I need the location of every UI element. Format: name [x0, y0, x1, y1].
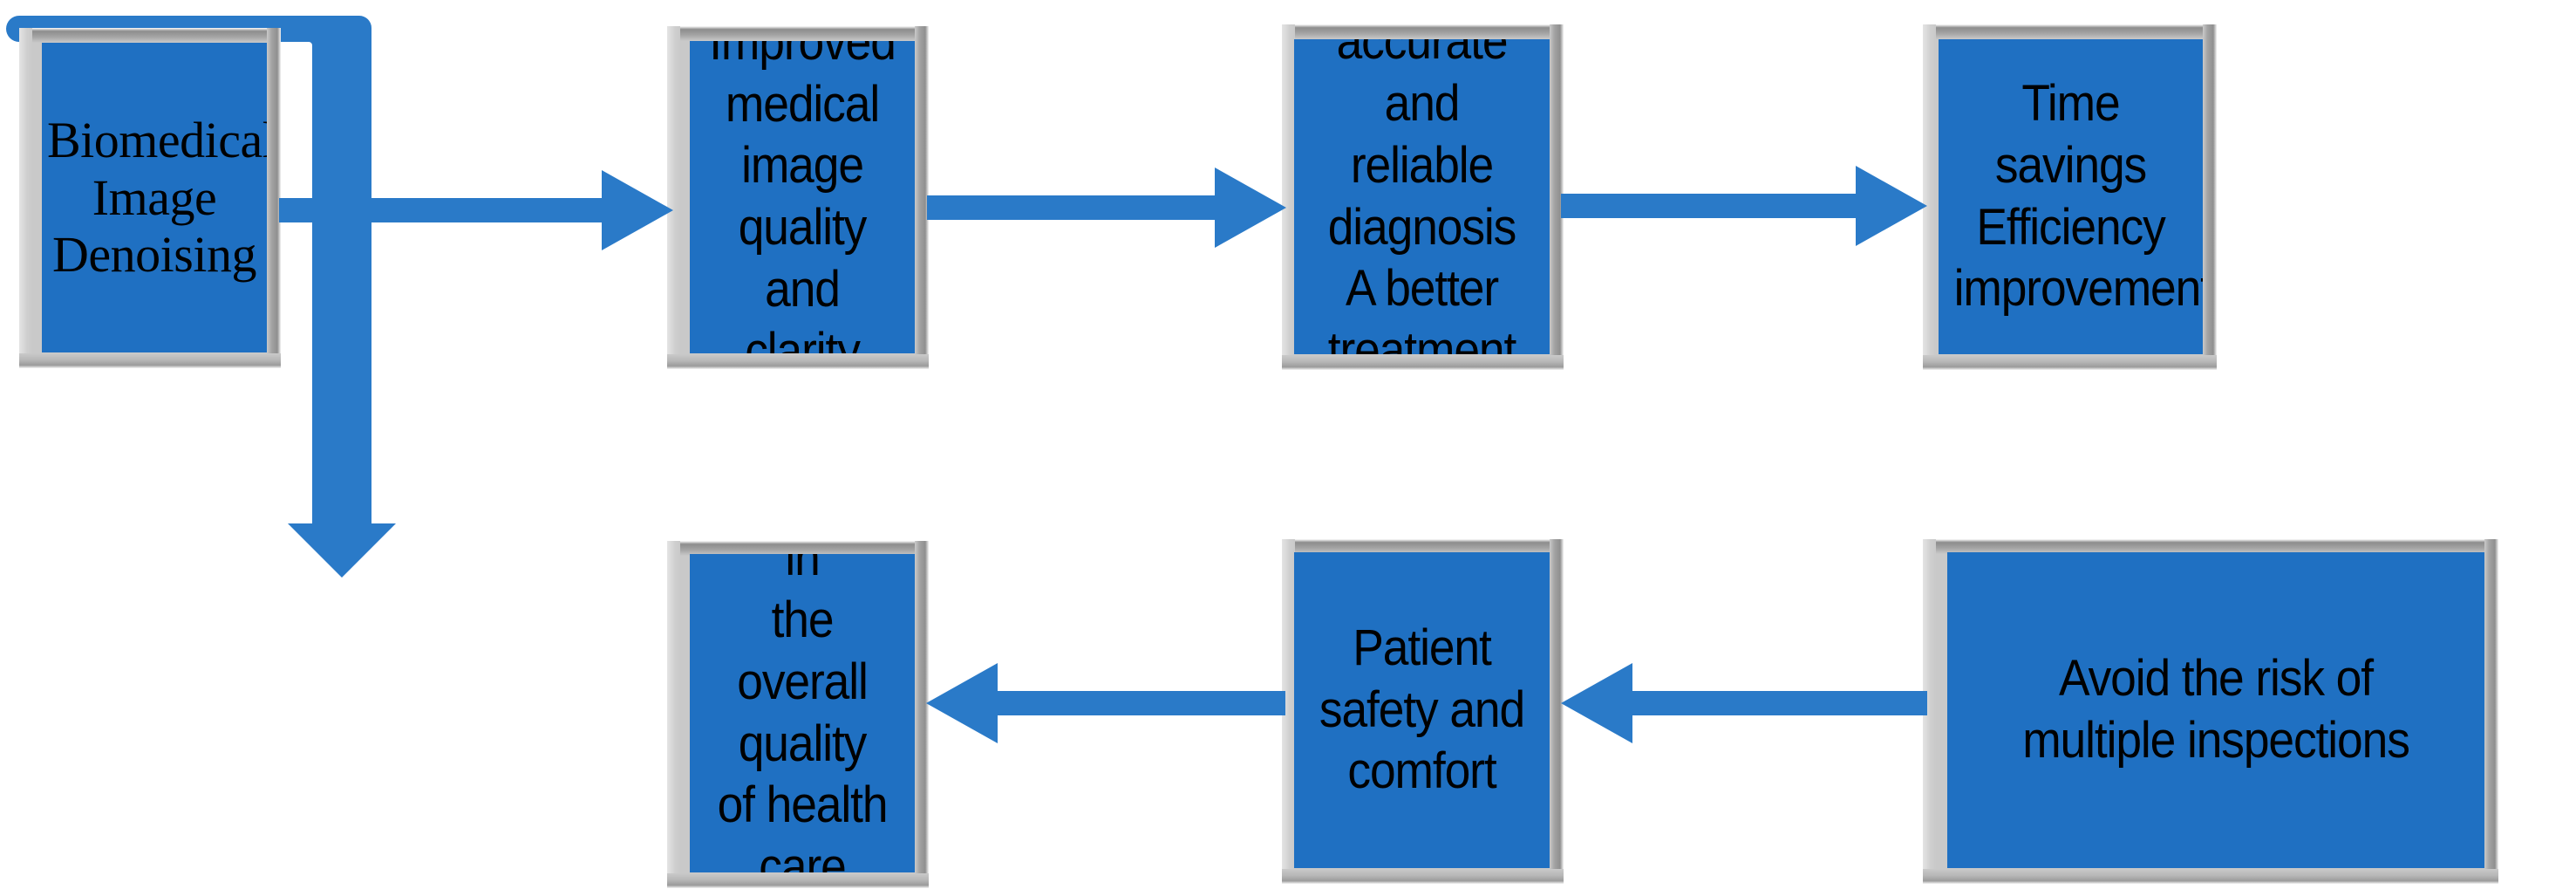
connector-arrow-left-icon — [926, 663, 1285, 743]
node-label: Biomedical Image Denoising — [47, 112, 267, 284]
node-bevel-bottom — [19, 353, 281, 368]
node-bevel-top — [19, 28, 281, 43]
node-bevel-left — [667, 26, 680, 369]
node-label: Time savings Efficiency improvement — [1953, 75, 2203, 318]
node-bevel-top — [1282, 24, 1564, 39]
node-label: Improved medical image quality and clari… — [709, 41, 896, 353]
node-face: Avoid the risk of multiple inspections — [1947, 552, 2484, 868]
node-face: More accurate and reliable diagnosis A b… — [1294, 39, 1550, 354]
flow-node-avoid-risk-of-multiple-inspections[interactable]: Avoid the risk of multiple inspections — [1923, 539, 2498, 884]
flow-node-biomedical-image-denoising[interactable]: Biomedical Image Denoising — [19, 28, 281, 368]
node-bevel-bottom — [1923, 355, 2217, 370]
node-bevel-left — [1282, 24, 1295, 370]
node-bevel-bottom — [1923, 869, 2498, 884]
node-bevel-top — [1923, 539, 2498, 554]
node-label: Avoid the risk of multiple inspections — [2022, 650, 2410, 769]
node-bevel-left — [1923, 539, 1936, 884]
node-label: Improvement in the overall quality of he… — [717, 554, 889, 872]
node-bevel-right — [267, 28, 281, 368]
node-bevel-bottom — [667, 873, 929, 888]
node-label: More accurate and reliable diagnosis A b… — [1327, 39, 1517, 354]
node-face: Patient safety and comfort — [1294, 552, 1550, 868]
node-label: Patient safety and comfort — [1319, 619, 1525, 800]
node-bevel-right — [2203, 24, 2217, 370]
node-bevel-top — [1923, 24, 2217, 39]
flow-node-improvement-overall-quality-health-care[interactable]: Improvement in the overall quality of he… — [667, 541, 929, 888]
node-bevel-top — [667, 26, 929, 41]
connector-arrow-right-icon — [927, 168, 1286, 248]
connector-arrow-right-icon — [1561, 166, 1927, 246]
flow-node-time-savings-efficiency-improvement[interactable]: Time savings Efficiency improvement — [1923, 24, 2217, 370]
node-bevel-right — [2484, 539, 2498, 884]
node-bevel-left — [1282, 539, 1295, 884]
node-bevel-left — [667, 541, 680, 888]
flow-node-patient-safety-and-comfort[interactable]: Patient safety and comfort — [1282, 539, 1564, 884]
node-bevel-right — [1550, 539, 1564, 884]
node-bevel-right — [915, 26, 929, 369]
node-bevel-bottom — [1282, 355, 1564, 370]
connector-arrow-left-icon — [1561, 663, 1927, 743]
node-bevel-top — [667, 541, 929, 556]
node-bevel-bottom — [1282, 869, 1564, 884]
node-face: Biomedical Image Denoising — [42, 43, 267, 352]
flow-node-more-accurate-reliable-diagnosis[interactable]: More accurate and reliable diagnosis A b… — [1282, 24, 1564, 370]
node-face: Time savings Efficiency improvement — [1939, 39, 2203, 354]
node-bevel-left — [1923, 24, 1936, 370]
connector-elbow-arrow-left-icon — [6, 16, 396, 578]
node-bevel-right — [915, 541, 929, 888]
flow-node-improved-medical-image-quality[interactable]: Improved medical image quality and clari… — [667, 26, 929, 369]
node-bevel-right — [1550, 24, 1564, 370]
node-face: Improved medical image quality and clari… — [690, 41, 915, 353]
node-bevel-top — [1282, 539, 1564, 554]
node-bevel-bottom — [667, 354, 929, 369]
node-bevel-left — [19, 28, 32, 368]
node-face: Improvement in the overall quality of he… — [690, 554, 915, 872]
